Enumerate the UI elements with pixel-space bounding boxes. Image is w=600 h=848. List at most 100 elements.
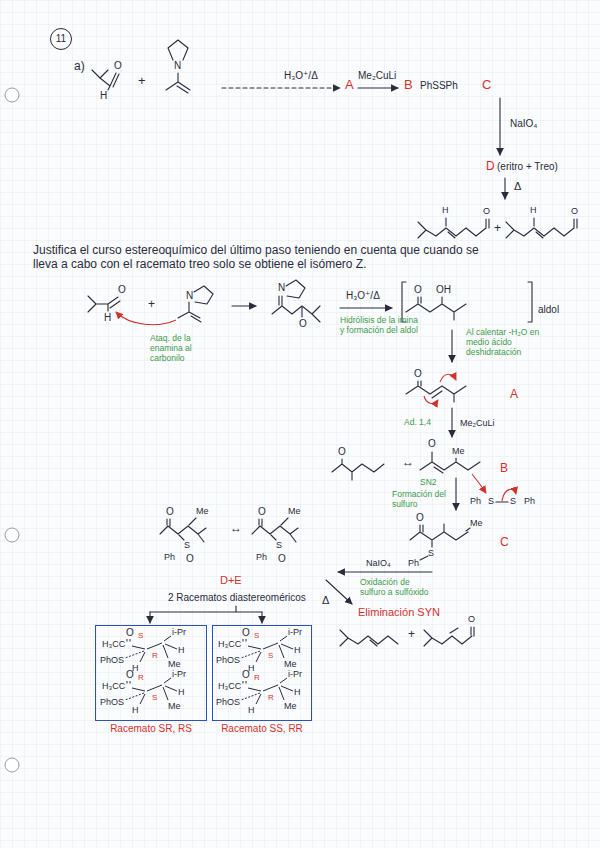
- chem-label: +: [494, 222, 501, 236]
- chem-label: O: [428, 438, 436, 450]
- mechanism-note: Hidrólisis de la imina y formación del a…: [340, 316, 420, 336]
- compound-label: S: [138, 631, 143, 640]
- chem-label: PhSSPh: [420, 80, 458, 92]
- chem-label: O: [468, 614, 475, 624]
- chem-label: Me₂CuLi: [358, 70, 396, 82]
- chem-label: aldol: [538, 304, 559, 316]
- chem-label: H: [294, 687, 301, 697]
- chem-label: O: [118, 284, 126, 296]
- mechanism-note: SN2: [420, 478, 437, 488]
- chem-label: NaIO₄: [366, 558, 391, 568]
- compound-label: D: [486, 160, 495, 174]
- compound-label: A: [510, 388, 518, 402]
- chem-label: Me: [284, 659, 297, 669]
- chem-label: Ph: [408, 558, 419, 568]
- chem-label: O: [258, 506, 266, 518]
- chem-label: ↔: [230, 522, 242, 536]
- problem-number: 11: [56, 34, 66, 44]
- chem-label: S: [184, 540, 190, 550]
- racemate-heading: Racemato SR, RS: [110, 723, 192, 735]
- chem-label: 2 Racematos diastereoméricos: [168, 592, 306, 604]
- chem-label: i-Pr: [172, 669, 186, 679]
- compound-label: R: [254, 673, 260, 682]
- chem-label: O: [126, 627, 134, 639]
- compound-label: R: [268, 693, 274, 702]
- chem-label: Ph: [470, 496, 481, 506]
- chem-label: O: [126, 669, 134, 681]
- chem-label: i-Pr: [288, 669, 302, 679]
- compound-label: A: [345, 78, 354, 93]
- chem-label: O: [414, 284, 422, 296]
- chem-label: H₃CC: [218, 681, 241, 691]
- chem-label: Me₂CuLi: [460, 418, 495, 428]
- chem-label: i-Pr: [172, 627, 186, 637]
- chem-label: Me: [168, 701, 181, 711]
- chem-label: H₃CC: [102, 681, 125, 691]
- compound-label: R: [138, 673, 144, 682]
- chem-label: Ph: [256, 552, 267, 562]
- chem-label: O: [114, 60, 122, 72]
- chem-label: +: [138, 74, 146, 89]
- chem-label: Me: [168, 659, 181, 669]
- chem-label: Ph: [524, 496, 535, 506]
- chem-label: H₃CC: [102, 639, 125, 649]
- chem-label: PhOS: [216, 697, 240, 707]
- chem-label: H: [100, 90, 107, 102]
- compound-label: B: [500, 462, 508, 476]
- compound-label: C: [500, 536, 509, 550]
- chem-label: O: [278, 553, 286, 565]
- chem-label: H: [104, 312, 111, 324]
- chem-label: Me: [196, 506, 209, 516]
- chem-label: O: [483, 206, 490, 216]
- chem-label: H: [294, 645, 301, 655]
- compound-label: B: [404, 78, 413, 93]
- racemate-heading: Racemato SS, RR: [221, 723, 303, 735]
- chem-label: O: [416, 512, 424, 524]
- chem-label: Δ: [322, 594, 329, 607]
- chem-label: PhOS: [216, 655, 240, 665]
- compound-label: S: [268, 651, 273, 660]
- mechanism-note: Formación del sulfuro: [392, 490, 448, 510]
- mechanism-note: Ad. 1,4: [404, 418, 431, 428]
- chem-label: H: [530, 205, 537, 215]
- chem-label: +: [148, 298, 155, 312]
- chem-label: Me: [470, 518, 483, 528]
- chem-label: O: [166, 506, 174, 518]
- chem-label: Me: [452, 446, 465, 456]
- chem-label: N: [278, 282, 285, 294]
- compound-label: S: [254, 631, 259, 640]
- chem-label: O: [571, 206, 578, 216]
- chem-label: S: [510, 496, 516, 506]
- compound-label: S: [152, 693, 157, 702]
- chem-label: NaIO₄: [510, 118, 537, 130]
- mechanism-note: Ataq. de la enamina al carbonilo: [150, 334, 222, 363]
- chem-label: PhOS: [100, 697, 124, 707]
- chem-label: N: [174, 60, 181, 72]
- chem-label: S: [488, 496, 494, 506]
- chem-label: O: [242, 669, 250, 681]
- chem-label: i-Pr: [288, 627, 302, 637]
- compound-label: Eliminación SYN: [358, 606, 440, 619]
- mechanism-note: Al calentar -H₂O en medio ácido deshidra…: [466, 328, 558, 357]
- chem-label: H: [248, 705, 255, 715]
- chem-label: H: [132, 705, 139, 715]
- mechanism-note: Oxidación de sulfuro a sulfóxido: [360, 578, 432, 598]
- chem-label: ↔: [402, 456, 414, 470]
- chem-label: H₃O⁺/Δ: [346, 290, 380, 302]
- chem-label: O: [186, 553, 194, 565]
- chem-label: PhOS: [100, 655, 124, 665]
- chem-label: O: [414, 368, 422, 380]
- chem-label: Justifica el curso estereoquímico del úl…: [33, 244, 503, 272]
- chem-label: a): [74, 60, 85, 74]
- chem-label: N: [186, 290, 193, 302]
- chem-label: O: [338, 446, 346, 458]
- chem-label: S: [428, 548, 434, 558]
- chem-label: Δ: [514, 180, 521, 193]
- chem-label: H₃CC: [218, 639, 241, 649]
- chem-label: H: [178, 687, 185, 697]
- chem-label: Me: [288, 506, 301, 516]
- chem-label: H: [178, 645, 185, 655]
- chem-label: Me: [284, 701, 297, 711]
- chem-label: S: [276, 540, 282, 550]
- chem-label: H₃O⁺/Δ: [284, 70, 318, 82]
